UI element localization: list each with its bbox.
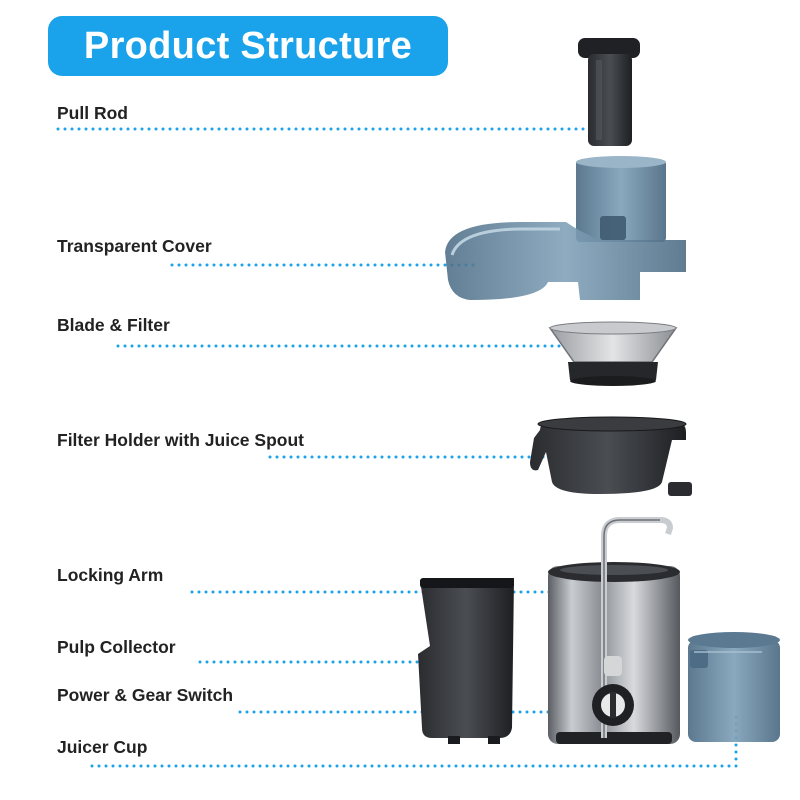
label-transparent-cover: Transparent Cover: [57, 236, 212, 256]
blade-filter-part: [548, 321, 678, 386]
juicer-cup-part: [688, 632, 780, 742]
transparent-cover-part: [445, 156, 686, 300]
label-blade-filter: Blade & Filter: [57, 315, 170, 335]
pull-rod-part: [578, 38, 640, 146]
pulp-collector-part: [418, 578, 514, 744]
label-juicer-cup: Juicer Cup: [57, 737, 148, 757]
page-title: Product Structure: [83, 24, 413, 67]
title-banner: Product Structure: [48, 16, 448, 76]
filter-holder-part: [530, 416, 692, 496]
juicer-base-part: [548, 517, 680, 744]
label-filter-holder: Filter Holder with Juice Spout: [57, 430, 304, 450]
label-pull-rod: Pull Rod: [57, 103, 128, 123]
label-pulp-collector: Pulp Collector: [57, 637, 176, 657]
label-locking-arm: Locking Arm: [57, 565, 164, 585]
label-power-gear-switch: Power & Gear Switch: [57, 685, 234, 705]
